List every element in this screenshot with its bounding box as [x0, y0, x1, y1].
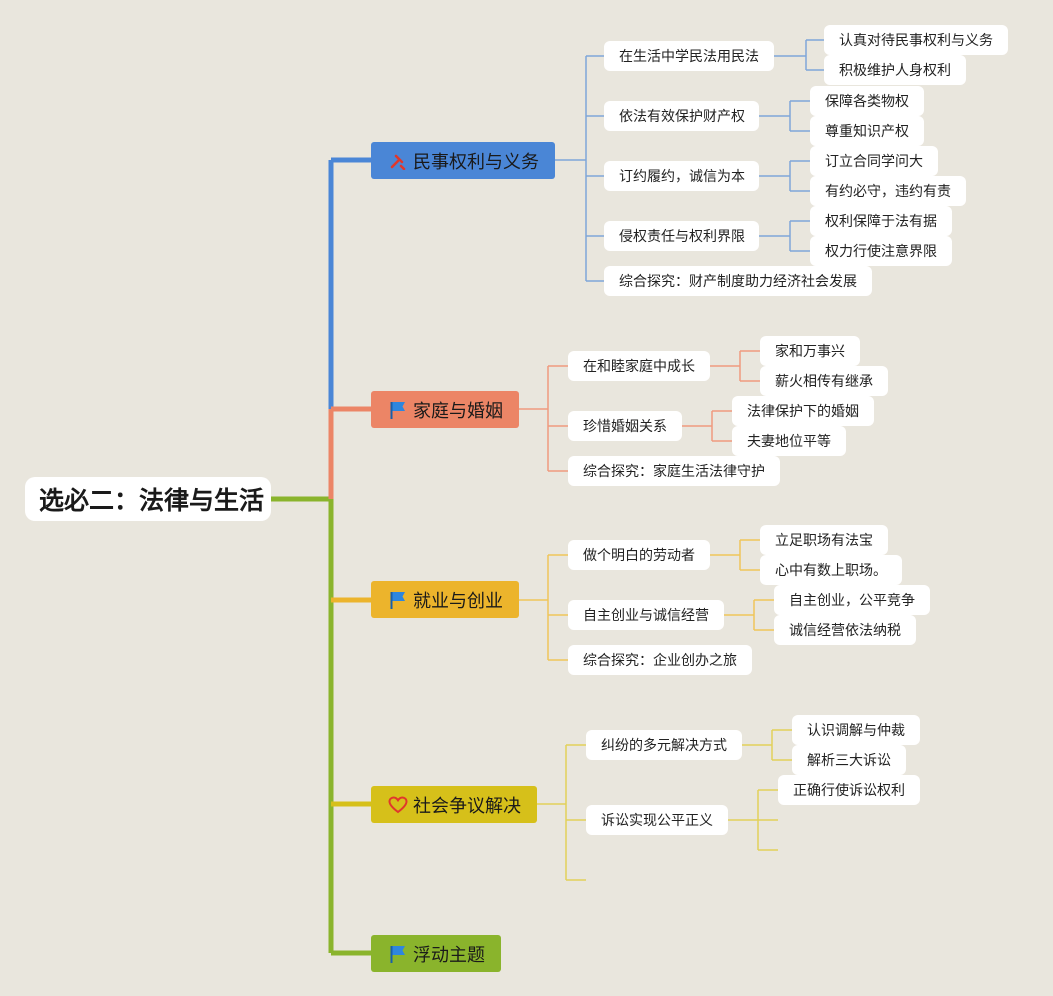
topic-inquiry-property[interactable]: 综合探究：财产制度助力经济社会发展	[604, 266, 872, 296]
leaf-rights-legal-basis[interactable]: 权利保障于法有据	[810, 206, 952, 236]
heart-icon	[387, 795, 409, 814]
branch-civil-rights[interactable]: 民事权利与义务	[371, 142, 555, 179]
branch-employment[interactable]: 就业与创业	[371, 581, 519, 618]
leaf-inheritance[interactable]: 薪火相传有继承	[760, 366, 888, 396]
leaf-spouse-equality[interactable]: 夫妻地位平等	[732, 426, 846, 456]
topic-multiple-resolution[interactable]: 纠纷的多元解决方式	[586, 730, 742, 760]
topic-marriage-relations[interactable]: 珍惜婚姻关系	[568, 411, 682, 441]
topic-tort-liability[interactable]: 侵权责任与权利界限	[604, 221, 759, 251]
leaf-litigation-rights[interactable]: 正确行使诉讼权利	[778, 775, 920, 805]
leaf-mediation-arbitration[interactable]: 认识调解与仲裁	[792, 715, 920, 745]
leaf-tax-compliance[interactable]: 诚信经营依法纳税	[774, 615, 916, 645]
topic-informed-worker[interactable]: 做个明白的劳动者	[568, 540, 710, 570]
leaf-power-limits[interactable]: 权力行使注意界限	[810, 236, 952, 266]
leaf-fair-competition[interactable]: 自主创业，公平竞争	[774, 585, 930, 615]
root-topic[interactable]: 选必二：法律与生活	[25, 477, 271, 521]
leaf-personal-rights[interactable]: 积极维护人身权利	[824, 55, 966, 85]
branch-label: 家庭与婚姻	[413, 400, 503, 422]
branch-floating-topic[interactable]: 浮动主题	[371, 935, 501, 972]
topic-contracts[interactable]: 订约履约，诚信为本	[604, 161, 759, 191]
flag-icon	[387, 590, 409, 610]
leaf-intellectual-property[interactable]: 尊重知识产权	[810, 116, 924, 146]
topic-litigation-justice[interactable]: 诉讼实现公平正义	[586, 805, 728, 835]
branch-dispute-resolution[interactable]: 社会争议解决	[371, 786, 537, 823]
branch-family-marriage[interactable]: 家庭与婚姻	[371, 391, 519, 428]
branch-label: 社会争议解决	[413, 795, 521, 817]
leaf-workplace-law[interactable]: 立足职场有法宝	[760, 525, 888, 555]
topic-inquiry-enterprise[interactable]: 综合探究：企业创办之旅	[568, 645, 752, 675]
leaf-rights-duties[interactable]: 认真对待民事权利与义务	[824, 25, 1008, 55]
topic-civil-law-in-life[interactable]: 在生活中学民法用民法	[604, 41, 774, 71]
topic-entrepreneurship[interactable]: 自主创业与诚信经营	[568, 600, 724, 630]
branch-label: 浮动主题	[413, 944, 485, 966]
branch-label: 就业与创业	[413, 590, 503, 612]
flag-icon	[387, 944, 409, 964]
topic-inquiry-family[interactable]: 综合探究：家庭生活法律守护	[568, 456, 780, 486]
leaf-real-rights[interactable]: 保障各类物权	[810, 86, 924, 116]
gavel-icon	[387, 152, 409, 170]
branch-label: 民事权利与义务	[413, 151, 539, 173]
leaf-breach-liability[interactable]: 有约必守，违约有责	[810, 176, 966, 206]
leaf-three-litigations[interactable]: 解析三大诉讼	[792, 745, 906, 775]
flag-icon	[387, 400, 409, 420]
leaf-family-harmony[interactable]: 家和万事兴	[760, 336, 860, 366]
leaf-workplace-ready[interactable]: 心中有数上职场。	[760, 555, 902, 585]
topic-property-rights[interactable]: 依法有效保护财产权	[604, 101, 759, 131]
leaf-contract-knowledge[interactable]: 订立合同学问大	[810, 146, 938, 176]
leaf-protected-marriage[interactable]: 法律保护下的婚姻	[732, 396, 874, 426]
topic-harmonious-family[interactable]: 在和睦家庭中成长	[568, 351, 710, 381]
